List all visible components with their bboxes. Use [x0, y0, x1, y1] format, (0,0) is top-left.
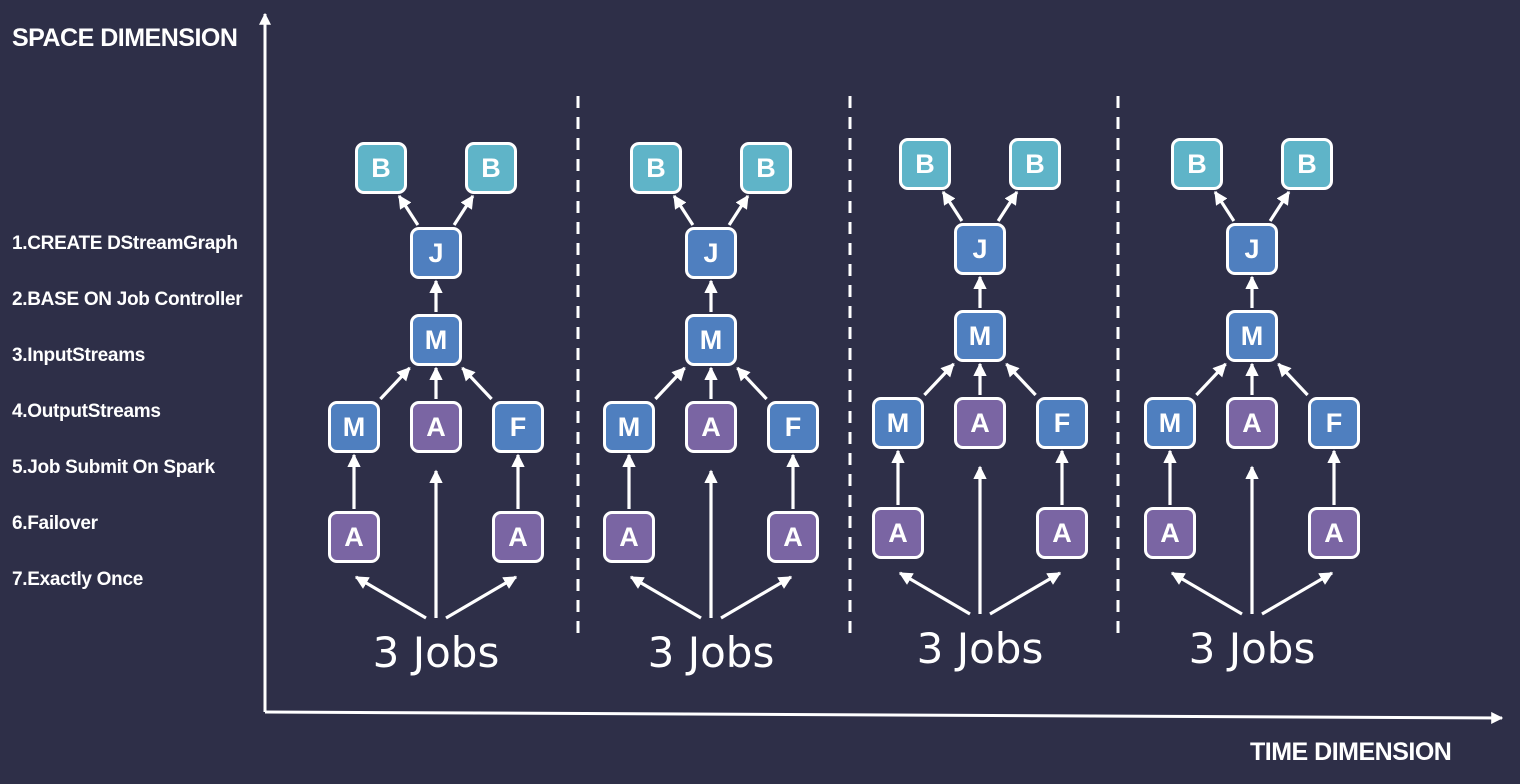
step-inputstreams: 3.InputStreams [12, 345, 146, 366]
node-a2: A [410, 401, 462, 453]
node-a3: A [1308, 507, 1360, 559]
node-m: M [685, 314, 737, 366]
node-j: J [410, 227, 462, 279]
node-b2: B [1281, 138, 1333, 190]
node-a1: A [328, 511, 380, 563]
space-dimension-label: SPACE DIMENSION [12, 24, 238, 52]
edge-jobs-to-a1 [898, 571, 971, 616]
step-base-on-job-controller: 2.BASE ON Job Controller [12, 289, 243, 310]
edge-jobs-to-a3 [445, 575, 518, 620]
jobs-label: 3 Jobs [647, 628, 775, 677]
edge-f-to-m [736, 366, 768, 401]
step-failover: 6.Failover [12, 513, 98, 534]
edge-jobs-to-a3 [720, 575, 793, 620]
node-a2: A [685, 401, 737, 453]
node-f: F [1036, 397, 1088, 449]
node-b2: B [1009, 138, 1061, 190]
edge-jobs-to-a1 [354, 575, 427, 620]
node-j: J [1226, 223, 1278, 275]
edge-j-to-b2 [452, 194, 475, 226]
time-dimension-label: TIME DIMENSION [1250, 738, 1452, 766]
node-a1: A [872, 507, 924, 559]
edge-f-to-m [1005, 362, 1037, 397]
edge-m2-to-m [923, 362, 955, 397]
node-b2: B [740, 142, 792, 194]
node-b1: B [1171, 138, 1223, 190]
node-b2: B [465, 142, 517, 194]
node-j: J [685, 227, 737, 279]
edge-f-to-m [1277, 362, 1309, 397]
jobs-label: 3 Jobs [916, 624, 1044, 673]
node-a1: A [603, 511, 655, 563]
node-f: F [1308, 397, 1360, 449]
node-a3: A [767, 511, 819, 563]
node-m2: M [328, 401, 380, 453]
node-b1: B [355, 142, 407, 194]
edge-jobs-to-a3 [1261, 571, 1334, 616]
node-m2: M [1144, 397, 1196, 449]
edge-jobs-to-a3 [989, 571, 1062, 616]
node-m: M [954, 310, 1006, 362]
jobs-label: 3 Jobs [1188, 624, 1316, 673]
step-create-dstreamgraph: 1.CREATE DStreamGraph [12, 233, 238, 254]
edge-m2-to-m [1195, 362, 1227, 397]
step-job-submit-on-spark: 5.Job Submit On Spark [12, 457, 215, 478]
step-exactly-once: 7.Exactly Once [12, 569, 143, 590]
edge-j-to-b2 [996, 190, 1019, 222]
node-m2: M [603, 401, 655, 453]
jobs-label: 3 Jobs [372, 628, 500, 677]
node-f: F [492, 401, 544, 453]
node-a3: A [492, 511, 544, 563]
node-a2: A [954, 397, 1006, 449]
node-a2: A [1226, 397, 1278, 449]
node-m: M [410, 314, 462, 366]
node-f: F [767, 401, 819, 453]
step-outputstreams: 4.OutputStreams [12, 401, 161, 422]
time-axis [264, 710, 1504, 724]
edge-j-to-b1 [1213, 190, 1236, 222]
node-m2: M [872, 397, 924, 449]
node-b1: B [630, 142, 682, 194]
node-m: M [1226, 310, 1278, 362]
node-j: J [954, 223, 1006, 275]
edge-f-to-m [461, 366, 493, 401]
edge-j-to-b1 [672, 194, 695, 226]
edge-m2-to-m [379, 366, 411, 401]
edge-jobs-to-a1 [1170, 571, 1243, 616]
edge-m2-to-m [654, 366, 686, 401]
node-b1: B [899, 138, 951, 190]
edge-j-to-b2 [727, 194, 750, 226]
edge-j-to-b2 [1268, 190, 1291, 222]
node-a1: A [1144, 507, 1196, 559]
node-a3: A [1036, 507, 1088, 559]
edge-j-to-b1 [397, 194, 420, 226]
edge-j-to-b1 [941, 190, 964, 222]
edge-jobs-to-a1 [629, 575, 702, 620]
